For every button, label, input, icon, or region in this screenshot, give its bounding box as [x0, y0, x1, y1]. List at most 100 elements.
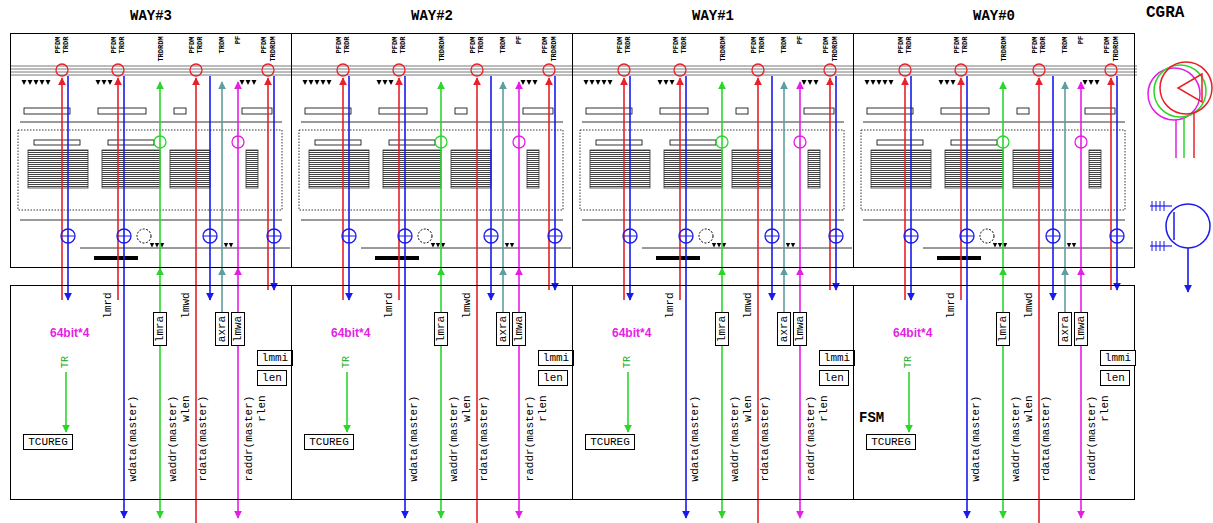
register-name: lmmi	[262, 353, 288, 364]
port-circle	[61, 229, 75, 243]
port-mode: PFDM	[750, 36, 758, 53]
dotted-region	[299, 130, 563, 210]
port-mode: TRDRDM	[718, 36, 726, 61]
signal-tag: TR	[904, 356, 914, 368]
signal-name: lmwd	[743, 292, 754, 318]
port-circle	[1160, 62, 1212, 114]
port-mode: TRDRDM	[1111, 36, 1119, 61]
wire	[346, 372, 348, 432]
register-name: lmra	[998, 316, 1009, 342]
address-register: lmra	[434, 312, 448, 346]
port-circle	[203, 229, 217, 243]
register-box: TCUREG	[585, 434, 635, 450]
wire	[1002, 330, 1004, 518]
register-name: axra	[779, 316, 790, 342]
wire	[518, 82, 520, 268]
wire	[548, 78, 550, 290]
block	[596, 140, 642, 145]
signal-name: wlen	[743, 395, 754, 421]
dotted-region	[580, 130, 844, 210]
way-heading: WAY#3	[130, 8, 172, 24]
signal-connector	[159, 268, 161, 312]
register-name: lmwa	[233, 316, 244, 342]
wire	[966, 76, 968, 518]
fan-arrow	[40, 80, 45, 85]
way-circuit	[861, 64, 1133, 523]
block	[379, 108, 427, 114]
fan-arrow	[102, 80, 107, 85]
port-mode: PFDM	[541, 36, 549, 53]
signal-name: rdata(master)	[760, 395, 771, 481]
register-name: lmra	[155, 316, 166, 342]
symbol-line	[1173, 212, 1175, 240]
signal-tag: TR	[623, 356, 633, 368]
wire	[1116, 76, 1118, 290]
wire	[267, 78, 269, 290]
wire	[904, 78, 906, 300]
wire	[829, 78, 831, 290]
block	[664, 150, 722, 188]
fan-arrow	[664, 80, 669, 85]
signal-connector	[1064, 268, 1066, 312]
wire	[195, 78, 197, 523]
signal-name: lmwd	[462, 292, 473, 318]
black-bar	[375, 256, 419, 260]
port-mode: PFDM	[391, 36, 399, 53]
port-cross	[1110, 236, 1124, 237]
port-cross	[765, 236, 779, 237]
fan-arrow	[252, 80, 257, 85]
signal-name: lmrd	[665, 292, 676, 318]
internal-line	[20, 122, 282, 123]
wire	[1052, 76, 1054, 300]
wire	[910, 76, 912, 300]
port-circle	[824, 64, 836, 76]
signal-name: waddr(master)	[730, 395, 741, 481]
fan-arrow	[808, 80, 813, 85]
internal-line	[642, 248, 852, 249]
port-circle	[1154, 65, 1206, 117]
way-circuit	[18, 64, 290, 523]
fan-arrow	[658, 80, 663, 85]
fan-arrow	[1089, 80, 1094, 85]
fan-arrow	[96, 80, 101, 85]
signal-name: wdata(master)	[690, 395, 701, 481]
fan-arrow	[877, 80, 882, 85]
port-mode: TRDRDM	[437, 36, 445, 61]
signal-name: wdata(master)	[128, 395, 139, 481]
way-panel: WAY#0	[853, 33, 1135, 268]
wire	[771, 76, 773, 300]
symbol-line	[1183, 117, 1185, 158]
way-heading: WAY#2	[411, 8, 453, 24]
fan-arrow	[602, 80, 607, 85]
signal-name: waddr(master)	[1011, 395, 1022, 481]
signal-name: rdata(master)	[479, 395, 490, 481]
block	[389, 140, 435, 145]
register-box: len	[1100, 370, 1130, 386]
fan-arrow	[889, 80, 894, 85]
block	[34, 140, 80, 145]
port-circle	[716, 136, 728, 148]
port-mode: TRDR	[62, 36, 70, 53]
port-circle	[471, 64, 483, 76]
width-note: 64bit*4	[893, 326, 932, 340]
comb-tick	[1160, 241, 1161, 251]
address-register: axra	[777, 312, 791, 346]
port-circle	[623, 229, 637, 243]
symbol-line	[1150, 205, 1172, 206]
fan-arrow	[871, 80, 876, 85]
port-cross	[267, 236, 281, 237]
block	[808, 150, 820, 188]
port-circle	[267, 229, 281, 243]
fan-arrow	[608, 80, 613, 85]
wire	[799, 82, 801, 268]
symbol-line	[1193, 113, 1195, 158]
block	[309, 150, 369, 188]
port-mode: TRDR	[477, 36, 485, 53]
port-cross	[342, 236, 356, 237]
fan-arrow	[505, 243, 509, 247]
fan-arrow	[998, 243, 1002, 247]
port-cross	[679, 236, 693, 237]
fan-arrow	[596, 80, 601, 85]
register-name: lmwa	[1076, 316, 1087, 342]
internal-line	[863, 220, 1125, 221]
